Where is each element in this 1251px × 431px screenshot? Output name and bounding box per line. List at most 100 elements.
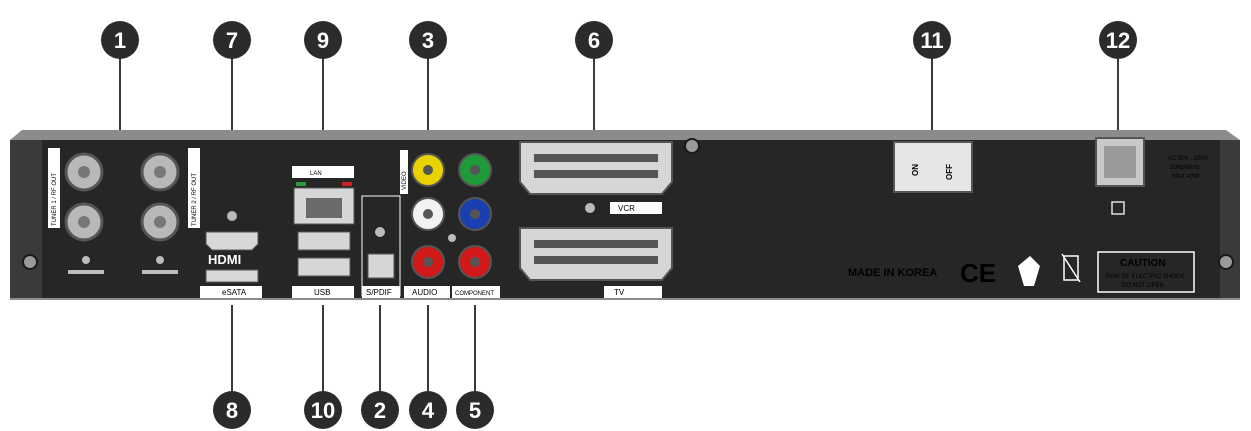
screw-icon-left (22, 254, 38, 270)
chassis-right-cap (1220, 140, 1240, 298)
lan-label-box (292, 166, 354, 178)
video-label: VIDEO (402, 171, 408, 190)
usb-port-icon (297, 231, 351, 251)
hdmi-port-icon (205, 231, 259, 251)
rca-jack-icon (423, 165, 433, 175)
power-switch-icon (893, 141, 973, 193)
scart-vcr-pins (534, 154, 658, 162)
power-inlet-block: AC 90V - 250V 50Hz/60Hz MAX 40W (1095, 137, 1208, 215)
callout-3: 3 (409, 21, 447, 59)
double-insulation-icon (1111, 201, 1125, 215)
leader-lines (119, 58, 1119, 392)
callout-8: 8 (213, 391, 251, 429)
vcr-label: VCR (618, 204, 635, 213)
screw-icon (156, 256, 164, 264)
svg-text:9: 9 (317, 28, 329, 53)
rf-connector-icon (154, 166, 166, 178)
switch-on-label: ON (911, 164, 920, 176)
callout-1: 1 (101, 21, 139, 59)
made-in-label: MADE IN KOREA (848, 267, 937, 279)
caution-title: CAUTION (1120, 258, 1166, 269)
usb-port-icon (297, 257, 351, 277)
scart-tv-pins (534, 256, 658, 264)
weee-bin-icon (1061, 253, 1081, 283)
svg-text:7: 7 (226, 28, 238, 53)
tuner-connectors: TUNER 1 / RF OUT TUNER 2 / RF OUT (48, 148, 200, 274)
screw-icon-top (684, 138, 700, 154)
svg-text:6: 6 (588, 28, 600, 53)
rf-connector-icon (78, 216, 90, 228)
recycle-icon (1018, 256, 1040, 286)
usb-label-box (292, 286, 354, 298)
spdif-label-box (362, 286, 400, 298)
lan-usb-block: LAN USB (292, 166, 355, 298)
ce-mark: CE (960, 258, 996, 288)
callout-9: 9 (304, 21, 342, 59)
hdmi-logo: HDMI (208, 252, 241, 267)
rca-jack-icon (423, 209, 433, 219)
scart-block: VCR TV (519, 141, 673, 298)
caution-box (1097, 251, 1195, 293)
lan-led-green (296, 182, 306, 186)
tuner-indicator (142, 270, 178, 274)
usb-label: USB (314, 288, 330, 297)
scart-tv-pins (534, 240, 658, 248)
scart-vcr-port-icon (519, 141, 673, 195)
spdif-port-icon (367, 253, 395, 279)
screw-icon (585, 203, 595, 213)
caution-line-1: RISK OF ELECTRIC SHOCK (1106, 274, 1184, 280)
rf-connector-icon (78, 166, 90, 178)
rca-block: VIDEO AUDIO COMPONENT (400, 150, 500, 298)
scart-tv-port-icon (519, 227, 673, 281)
svg-text:12: 12 (1106, 28, 1130, 53)
tuner1-label: TUNER 1 / RF OUT (52, 173, 58, 226)
svg-text:4: 4 (422, 398, 435, 423)
tuner1-label-strip (48, 148, 60, 228)
esata-port-icon (205, 269, 259, 283)
markings: MADE IN KOREA CE CAUTION RISK OF ELECTRI… (848, 251, 1195, 293)
svg-text:2: 2 (374, 398, 386, 423)
esata-label: eSATA (222, 288, 247, 297)
power-rating-1: AC 90V - 250V (1168, 156, 1208, 162)
component-label-box (452, 286, 500, 298)
callout-10: 10 (304, 391, 342, 429)
audio-label-box (404, 286, 450, 298)
svg-text:1: 1 (114, 28, 126, 53)
callout-7: 7 (213, 21, 251, 59)
rca-jack-icon (423, 257, 433, 267)
callout-12: 12 (1099, 21, 1137, 59)
tuner-indicator (68, 270, 104, 274)
rca-jack-icon (470, 209, 480, 219)
screw-icon (375, 227, 385, 237)
tuner2-label-strip (188, 148, 200, 228)
power-inlet-icon (1104, 146, 1136, 178)
svg-text:10: 10 (311, 398, 335, 423)
svg-text:11: 11 (920, 28, 943, 53)
vcr-label-box (610, 202, 662, 214)
power-rating-2: 50Hz/60Hz (1170, 165, 1200, 171)
screw-icon (82, 256, 90, 264)
caution-line-2: DO NOT OPEN (1122, 283, 1164, 289)
power-rating-3: MAX 40W (1172, 174, 1199, 180)
callout-6: 6 (575, 21, 613, 59)
screw-icon (227, 211, 237, 221)
tuner2-label: TUNER 2 / RF OUT (192, 173, 198, 226)
callouts: 1 7 9 3 6 11 12 8 10 2 4 5 (101, 21, 1137, 429)
spdif-block: S/PDIF (361, 195, 401, 298)
tv-label-box (604, 286, 662, 298)
power-switch-block: ON OFF (893, 141, 973, 193)
hdmi-esata-block: HDMI eSATA (200, 211, 262, 298)
switch-off-label: OFF (945, 164, 954, 180)
scart-vcr-pins (534, 170, 658, 178)
rca-jack-icon (470, 165, 480, 175)
svg-text:8: 8 (226, 398, 238, 423)
callout-11: 11 (913, 21, 951, 59)
lan-port-icon (306, 198, 342, 218)
callout-4: 4 (409, 391, 447, 429)
video-label-strip (400, 150, 408, 194)
rf-connector-icon (154, 216, 166, 228)
svg-text:3: 3 (422, 28, 434, 53)
tv-label: TV (614, 288, 625, 297)
chassis-left-cap (10, 140, 42, 298)
lan-led-red (342, 182, 352, 186)
